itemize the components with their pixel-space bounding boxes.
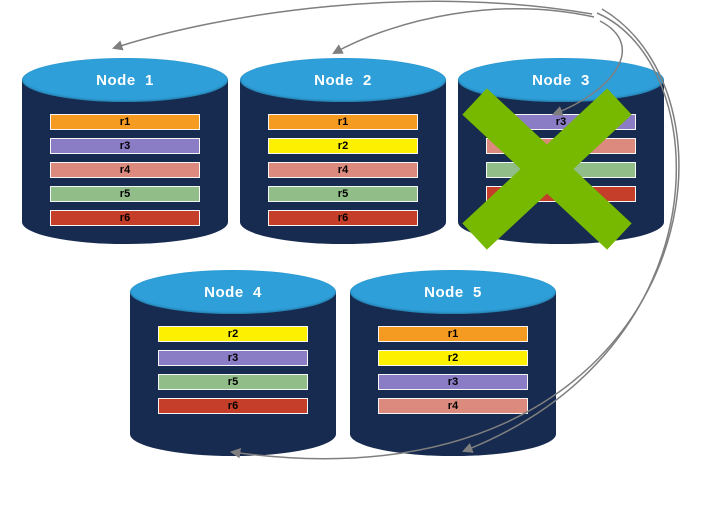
replica-bar: r1 <box>378 326 528 342</box>
replica-bar: r1 <box>268 114 418 130</box>
replica-bar: r6 <box>158 398 308 414</box>
replica-bar: r4 <box>486 138 636 154</box>
replica-list: r2 r3 r5 r6 <box>158 326 308 414</box>
replica-bar: r5 <box>486 162 636 178</box>
db-node-4: Node 4 r2 r3 r5 r6 <box>130 270 336 456</box>
replica-bar: r2 <box>158 326 308 342</box>
replica-bar: r4 <box>268 162 418 178</box>
node-label: Node 4 <box>204 283 262 301</box>
arrow-to-node1 <box>112 0 593 51</box>
replica-bar: r3 <box>378 374 528 390</box>
replica-bar: r6 <box>268 210 418 226</box>
replica-bar: r5 <box>268 186 418 202</box>
db-node-1: Node 1 r1 r3 r4 r5 r6 <box>22 58 228 244</box>
db-node-5: Node 5 r1 r2 r3 r4 <box>350 270 556 456</box>
replica-bar: r2 <box>378 350 528 366</box>
replica-bar: r6 <box>486 186 636 202</box>
node-label: Node 2 <box>314 71 372 89</box>
replica-bar: r5 <box>158 374 308 390</box>
cylinder-top: Node 4 <box>130 270 336 314</box>
replica-bar: r3 <box>50 138 200 154</box>
db-node-3: Node 3 r3 r4 r5 r6 <box>458 58 664 244</box>
replica-bar: r6 <box>50 210 200 226</box>
replica-bar: r2 <box>268 138 418 154</box>
node-label: Node 1 <box>96 71 154 89</box>
cylinder-top: Node 1 <box>22 58 228 102</box>
replica-bar: r3 <box>486 114 636 130</box>
db-node-2: Node 2 r1 r2 r4 r5 r6 <box>240 58 446 244</box>
arrow-to-node2 <box>332 8 595 55</box>
replica-list: r1 r3 r4 r5 r6 <box>50 114 200 226</box>
cylinder-top: Node 2 <box>240 58 446 102</box>
replica-bar: r1 <box>50 114 200 130</box>
cylinder-top: Node 5 <box>350 270 556 314</box>
node-label: Node 3 <box>532 71 590 89</box>
replica-bar: r3 <box>158 350 308 366</box>
replica-list: r3 r4 r5 r6 <box>486 114 636 202</box>
node-label: Node 5 <box>424 283 482 301</box>
replica-bar: r5 <box>50 186 200 202</box>
replica-list: r1 r2 r4 r5 r6 <box>268 114 418 226</box>
replica-bar: r4 <box>378 398 528 414</box>
replica-list: r1 r2 r3 r4 <box>378 326 528 414</box>
cylinder-top: Node 3 <box>458 58 664 102</box>
replica-bar: r4 <box>50 162 200 178</box>
